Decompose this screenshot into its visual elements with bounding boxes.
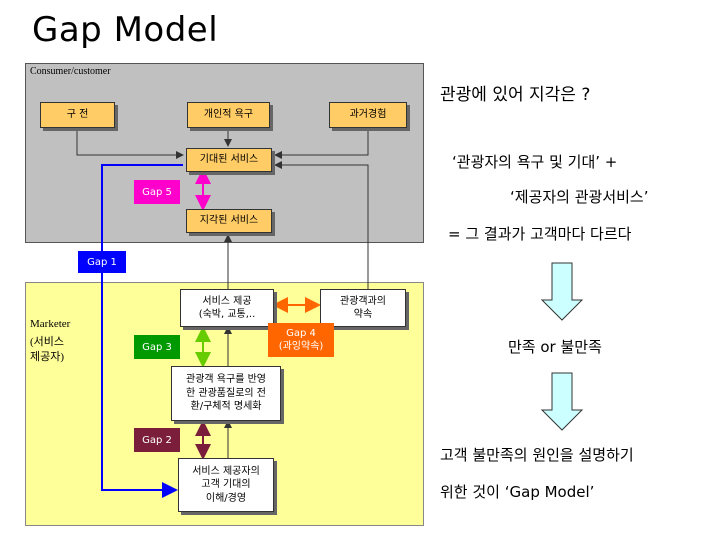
word-of-mouth-box: 구 전 bbox=[40, 102, 115, 128]
marketer-label-3: 제공자) bbox=[30, 351, 65, 363]
mgmt-line2: 고객 기대의 bbox=[201, 479, 251, 491]
right-line3: = 그 결과가 고객마다 다르다 bbox=[448, 225, 632, 243]
down-arrow-2 bbox=[540, 372, 584, 431]
expected-service-box: 기대된 서비스 bbox=[186, 148, 272, 172]
perceived-service-box: 지각된 서비스 bbox=[186, 209, 272, 233]
page-title: Gap Model bbox=[32, 10, 219, 50]
gap1-line bbox=[101, 164, 183, 498]
mgmt-line3: 이해/경영 bbox=[205, 492, 247, 504]
gap5-label: Gap 5 bbox=[134, 180, 180, 204]
down-arrow-1 bbox=[540, 262, 584, 321]
gap4-label-line1: Gap 4 bbox=[286, 328, 316, 339]
management-perception-box: 서비스 제공자의 고객 기대의 이해/경영 bbox=[178, 458, 274, 512]
extcomm-to-expected-line bbox=[274, 161, 369, 289]
gap1-label: Gap 1 bbox=[78, 251, 126, 273]
gap3-label: Gap 3 bbox=[134, 335, 180, 359]
marketer-label-2: (서비스 bbox=[30, 336, 65, 348]
right-conclusion-line2: 위한 것이 ‘Gap Model’ bbox=[440, 483, 595, 501]
consumer-label: Consumer/customer bbox=[30, 66, 111, 77]
service-specification-box: 관광객 욕구를 반영 한 관광품질로의 전 환/구체적 명세화 bbox=[171, 366, 281, 421]
right-conclusion-line1: 고객 불만족의 원인을 설명하기 bbox=[440, 446, 634, 464]
service-delivery-box: 서비스 제공 (숙박, 교통,.. bbox=[180, 289, 274, 327]
past-experience-box: 과거경험 bbox=[329, 102, 407, 128]
personal-needs-box: 개인적 욕구 bbox=[187, 102, 270, 128]
right-result: 만족 or 불만족 bbox=[508, 338, 602, 356]
marketer-label-1: Marketer bbox=[30, 318, 71, 330]
gap4-label-line2: (과잉약속) bbox=[278, 341, 324, 352]
spec-line1: 관광객 욕구를 반영 bbox=[186, 374, 266, 386]
external-comm-line1: 관광객과의 bbox=[340, 295, 386, 307]
right-line1: ‘관광자의 욕구 및 기대’ + bbox=[452, 153, 618, 171]
mgmt-line1: 서비스 제공자의 bbox=[192, 465, 260, 477]
service-delivery-line2: (숙박, 교통,.. bbox=[198, 309, 256, 320]
right-question: 관광에 있어 지각은 ? bbox=[440, 85, 591, 105]
spec-line2: 한 관광품질로의 전 bbox=[186, 387, 266, 399]
wom-to-expected-line bbox=[76, 128, 184, 159]
past-to-expected-line bbox=[274, 128, 369, 159]
gap4-label: Gap 4 (과잉약속) bbox=[268, 323, 334, 357]
external-comm-line2: 약속 bbox=[353, 309, 373, 320]
external-communication-box: 관광객과의 약속 bbox=[320, 289, 406, 327]
gap2-label: Gap 2 bbox=[134, 428, 180, 452]
service-delivery-line1: 서비스 제공 bbox=[202, 295, 252, 307]
right-line2: ‘제공자의 관광서비스’ bbox=[510, 188, 649, 206]
spec-line3: 환/구체적 명세화 bbox=[190, 401, 262, 413]
